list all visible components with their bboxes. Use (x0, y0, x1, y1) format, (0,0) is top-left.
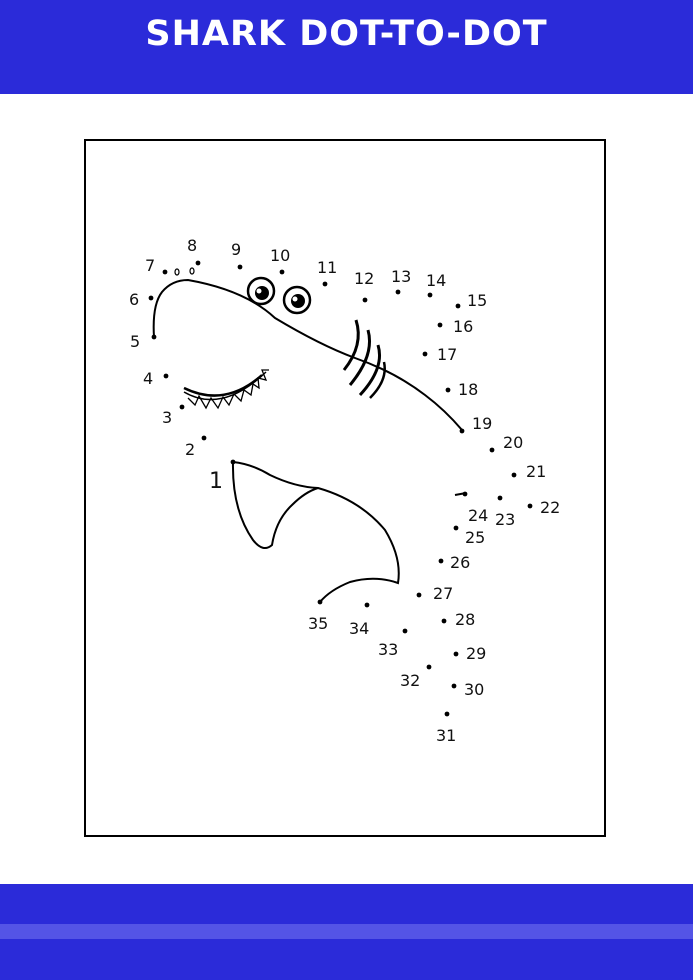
dot-label-1: 1 (209, 469, 223, 494)
dot-7 (162, 269, 168, 275)
lower-jaw-outline (232, 461, 400, 603)
dot-label-15: 15 (467, 291, 487, 310)
dot-label-27: 27 (433, 584, 453, 603)
left-eye (246, 276, 276, 306)
dot-label-26: 26 (450, 553, 470, 572)
dot-17 (422, 351, 428, 357)
dot-label-13: 13 (391, 267, 411, 286)
dot-label-18: 18 (458, 380, 478, 399)
dot-label-29: 29 (466, 644, 486, 663)
dot-28 (441, 618, 447, 624)
right-eye (282, 285, 312, 315)
dot-label-24: 24 (468, 506, 488, 525)
dot-29 (453, 651, 459, 657)
dot-16 (437, 322, 443, 328)
dot-4 (163, 373, 169, 379)
dot-label-14: 14 (426, 271, 446, 290)
dot-label-23: 23 (495, 510, 515, 529)
dot-label-9: 9 (231, 240, 241, 259)
dot-35 (317, 599, 323, 605)
dot-5 (151, 334, 157, 340)
gill-1 (342, 319, 360, 371)
dot-label-31: 31 (436, 726, 456, 745)
dot-25 (453, 525, 459, 531)
dot-label-30: 30 (464, 680, 484, 699)
dot-label-19: 19 (472, 414, 492, 433)
dot-11 (322, 281, 328, 287)
dot-label-20: 20 (503, 433, 523, 452)
dot-label-16: 16 (453, 317, 473, 336)
gill-4 (369, 361, 386, 399)
dot-label-10: 10 (270, 246, 290, 265)
footer-stripe (0, 924, 693, 939)
puzzle-frame (84, 139, 606, 837)
dot-label-2: 2 (185, 440, 195, 459)
head-outline (152, 278, 463, 431)
dot-14 (427, 292, 433, 298)
dot-3 (179, 404, 185, 410)
dot-34 (364, 602, 370, 608)
dot-label-6: 6 (129, 290, 139, 309)
dot-31 (444, 711, 450, 717)
dot-13 (395, 289, 401, 295)
dot-32 (426, 664, 432, 670)
dot-label-3: 3 (162, 408, 172, 427)
dot-label-7: 7 (145, 256, 155, 275)
page-title: SHARK DOT-TO-DOT (145, 14, 548, 54)
shark-teeth (187, 369, 269, 410)
dot-label-32: 32 (400, 671, 420, 690)
dot-1 (230, 459, 236, 465)
dot-label-22: 22 (540, 498, 560, 517)
dot-markers (148, 260, 533, 717)
dot-30 (451, 683, 457, 689)
dot-label-34: 34 (349, 619, 369, 638)
dot-33 (402, 628, 408, 634)
dot-10 (279, 269, 285, 275)
title-banner: SHARK DOT-TO-DOT (0, 0, 693, 94)
dot-label-17: 17 (437, 345, 457, 364)
dot-27 (416, 592, 422, 598)
dot-15 (455, 303, 461, 309)
dot-24 (462, 491, 468, 497)
nostril-right (189, 267, 195, 275)
dot-18 (445, 387, 451, 393)
dot-label-25: 25 (465, 528, 485, 547)
dot-label-11: 11 (317, 258, 337, 277)
jaw-fin-inner (231, 461, 319, 550)
dot-label-5: 5 (130, 332, 140, 351)
dot-23 (497, 495, 503, 501)
dot-22 (527, 503, 533, 509)
dot-26 (438, 558, 444, 564)
dot-21 (511, 472, 517, 478)
gill-2 (348, 329, 371, 386)
dot-6 (148, 295, 154, 301)
dot-9 (237, 264, 243, 270)
dot-label-8: 8 (187, 236, 197, 255)
dot-19 (459, 428, 465, 434)
dot-label-28: 28 (455, 610, 475, 629)
dot-20 (489, 447, 495, 453)
dot-8 (195, 260, 201, 266)
dot-label-35: 35 (308, 614, 328, 633)
dot-label-21: 21 (526, 462, 546, 481)
dot-12 (362, 297, 368, 303)
dot-2 (201, 435, 207, 441)
dot-label-12: 12 (354, 269, 374, 288)
gill-3 (358, 344, 381, 397)
dot-label-33: 33 (378, 640, 398, 659)
nostril-left (174, 268, 180, 276)
dot-label-4: 4 (143, 369, 153, 388)
